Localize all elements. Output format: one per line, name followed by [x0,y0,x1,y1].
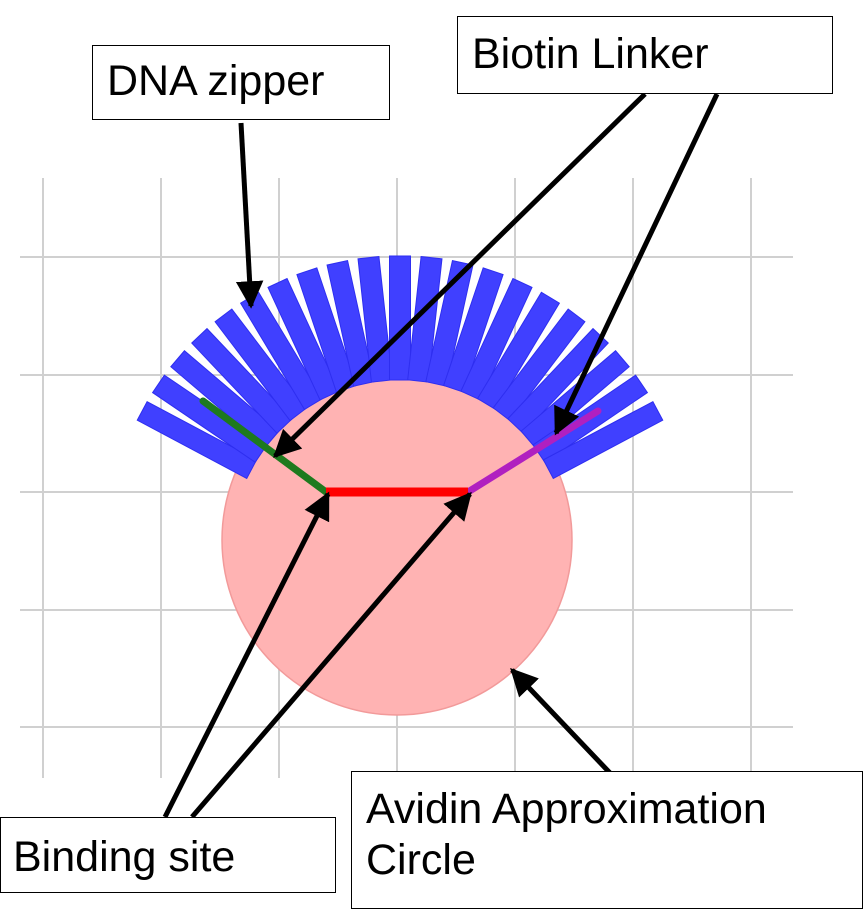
dna-zipper-label-text: DNA zipper [107,57,325,105]
biotin-linker-arrow-right [553,92,720,436]
dna-zipper-block [267,277,340,401]
binding-site-arrow-right [190,491,472,819]
dna-zipper-block [492,308,586,422]
dna-zipper-label: DNA zipper [92,45,390,120]
dna-zipper-block [326,259,375,387]
dna-zipper-block [520,350,630,448]
biotin-linker-label: Biotin Linker [457,16,833,94]
avidin-label-line-2: Circle [366,835,476,884]
annotation-arrows [162,92,720,819]
left-biotin-linker [199,397,330,496]
binding-site-arrow-left [162,491,331,819]
dna-zipper-block [443,267,504,393]
dna-zipper-block [170,350,280,448]
dna-zipper-arrow [235,122,264,309]
dna-zipper-block [542,400,664,480]
avidin-circle-label: Avidin Approximation Circle [351,771,863,909]
biotin-linker-label-text: Biotin Linker [472,30,709,78]
avidin-label-line-1: Avidin Approximation [366,785,767,833]
dna-zipper-block [460,277,533,401]
dna-zipper-block [389,255,411,381]
biotin-linker-arrow-left [273,92,647,458]
binding-site-label: Binding site [0,817,336,893]
dna-zipper-block [191,327,293,434]
dna-zipper-block [136,400,258,480]
avidin-circle-arrow [510,668,612,775]
dna-zipper-block [476,291,561,411]
dna-zipper-block [214,308,308,422]
binding-site-label-text: Binding site [13,833,236,881]
dna-zipper-block [425,259,474,387]
